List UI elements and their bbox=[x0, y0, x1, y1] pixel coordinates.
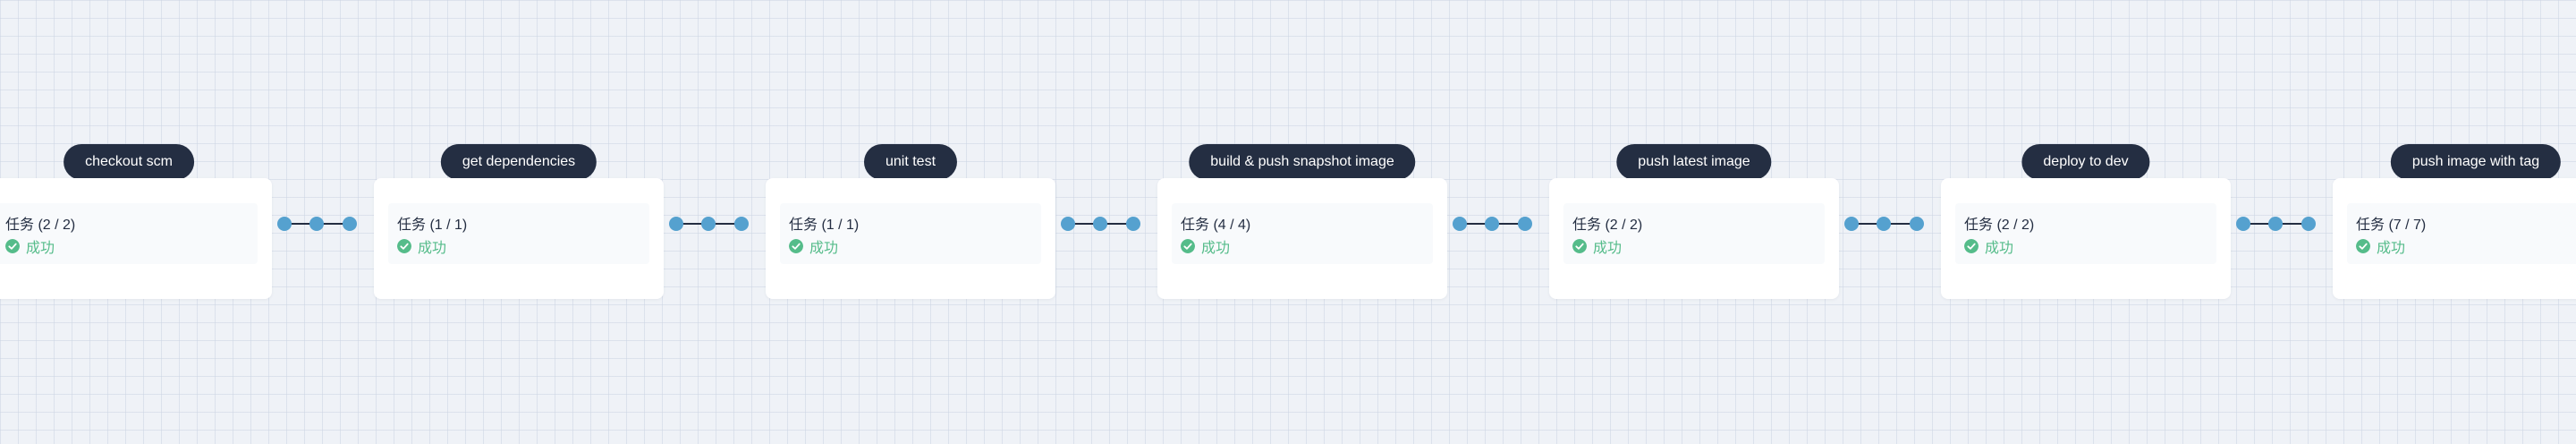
status-label: 成功 bbox=[26, 241, 55, 256]
stage-card[interactable]: 任务 (1 / 1) 成功 bbox=[766, 178, 1055, 299]
task-status: 成功 bbox=[397, 237, 447, 256]
connector-node bbox=[734, 217, 749, 231]
stage-task-summary[interactable]: 任务 (1 / 1) 成功 bbox=[780, 203, 1041, 264]
task-status: 成功 bbox=[5, 237, 55, 256]
status-label: 成功 bbox=[1985, 241, 2014, 256]
check-circle-icon bbox=[1964, 239, 1979, 253]
status-label: 成功 bbox=[2377, 241, 2406, 256]
stage-connector bbox=[1061, 215, 1140, 233]
stage-connector bbox=[2236, 215, 2316, 233]
stage-task-summary[interactable]: 任务 (1 / 1) 成功 bbox=[388, 203, 649, 264]
check-circle-icon bbox=[1181, 239, 1195, 253]
connector-node bbox=[1877, 217, 1891, 231]
stage-task-summary[interactable]: 任务 (7 / 7) 成功 bbox=[2347, 203, 2576, 264]
connector-node bbox=[343, 217, 357, 231]
stage-task-summary[interactable]: 任务 (4 / 4) 成功 bbox=[1172, 203, 1433, 264]
status-label: 成功 bbox=[1201, 241, 1231, 256]
task-status: 成功 bbox=[789, 237, 839, 256]
stage-name-pill[interactable]: push image with tag bbox=[2390, 144, 2562, 180]
task-count-label: 任务 (2 / 2) bbox=[1572, 218, 1643, 233]
connector-node bbox=[2301, 217, 2316, 231]
stage-name-pill[interactable]: unit test bbox=[863, 144, 958, 180]
stage-card[interactable]: 任务 (2 / 2) 成功 bbox=[1941, 178, 2231, 299]
connector-node bbox=[1844, 217, 1859, 231]
connector-node bbox=[2236, 217, 2250, 231]
stage-card[interactable]: 任务 (1 / 1) 成功 bbox=[374, 178, 664, 299]
stage-connector bbox=[1453, 215, 1532, 233]
connector-node bbox=[1093, 217, 1107, 231]
task-count-label: 任务 (4 / 4) bbox=[1181, 218, 1251, 233]
connector-node bbox=[701, 217, 716, 231]
status-label: 成功 bbox=[809, 241, 839, 256]
stage-card[interactable]: 任务 (7 / 7) 成功 bbox=[2333, 178, 2576, 299]
stage-task-summary[interactable]: 任务 (2 / 2) 成功 bbox=[1955, 203, 2216, 264]
task-count-label: 任务 (1 / 1) bbox=[397, 218, 468, 233]
task-status: 成功 bbox=[1181, 237, 1231, 256]
stage-connector bbox=[1844, 215, 1924, 233]
check-circle-icon bbox=[1572, 239, 1587, 253]
stage-task-summary[interactable]: 任务 (2 / 2) 成功 bbox=[1563, 203, 1825, 264]
connector-node bbox=[309, 217, 324, 231]
check-circle-icon bbox=[5, 239, 20, 253]
connector-node bbox=[2268, 217, 2283, 231]
connector-node bbox=[1453, 217, 1467, 231]
task-count-label: 任务 (1 / 1) bbox=[789, 218, 860, 233]
connector-node bbox=[669, 217, 683, 231]
stage-connector bbox=[669, 215, 749, 233]
connector-node bbox=[1485, 217, 1499, 231]
stage-name-pill[interactable]: build & push snapshot image bbox=[1189, 144, 1416, 180]
check-circle-icon bbox=[397, 239, 411, 253]
stage-card[interactable]: 任务 (2 / 2) 成功 bbox=[0, 178, 272, 299]
stage-task-summary[interactable]: 任务 (2 / 2) 成功 bbox=[0, 203, 258, 264]
stage-name-pill[interactable]: push latest image bbox=[1616, 144, 1772, 180]
stage-name-pill[interactable]: get dependencies bbox=[440, 144, 597, 180]
status-label: 成功 bbox=[418, 241, 447, 256]
task-count-label: 任务 (7 / 7) bbox=[2356, 218, 2427, 233]
task-status: 成功 bbox=[1572, 237, 1623, 256]
connector-node bbox=[1518, 217, 1532, 231]
check-circle-icon bbox=[789, 239, 803, 253]
task-status: 成功 bbox=[2356, 237, 2406, 256]
stage-card[interactable]: 任务 (4 / 4) 成功 bbox=[1157, 178, 1447, 299]
connector-node bbox=[1910, 217, 1924, 231]
stage-name-pill[interactable]: checkout scm bbox=[64, 144, 194, 180]
stage-name-pill[interactable]: deploy to dev bbox=[2021, 144, 2150, 180]
task-status: 成功 bbox=[1964, 237, 2014, 256]
connector-node bbox=[1061, 217, 1075, 231]
status-label: 成功 bbox=[1593, 241, 1623, 256]
stage-card[interactable]: 任务 (2 / 2) 成功 bbox=[1549, 178, 1839, 299]
task-count-label: 任务 (2 / 2) bbox=[1964, 218, 2035, 233]
stage-connector bbox=[277, 215, 357, 233]
task-count-label: 任务 (2 / 2) bbox=[5, 218, 76, 233]
connector-node bbox=[1126, 217, 1140, 231]
connector-node bbox=[277, 217, 292, 231]
check-circle-icon bbox=[2356, 239, 2370, 253]
